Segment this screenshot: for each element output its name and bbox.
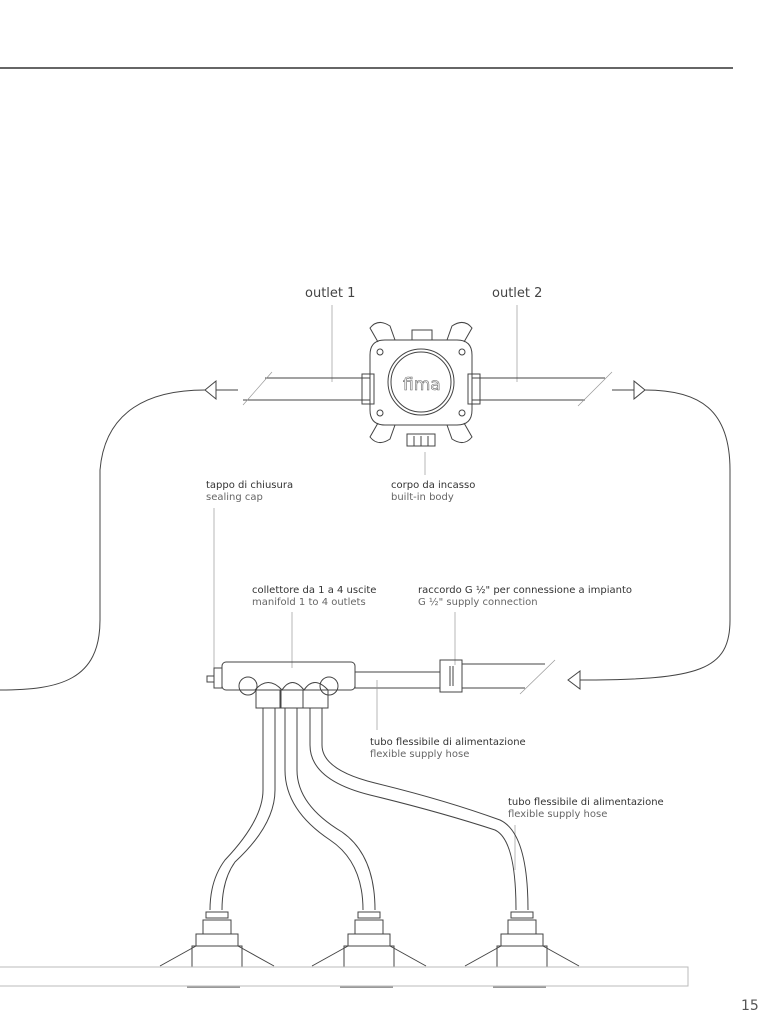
shower-head-1: [159, 911, 275, 988]
fima-logo: fima: [403, 375, 441, 395]
flexible-hoses: [209, 708, 529, 911]
outlet-1-label: outlet 1: [305, 286, 355, 301]
shower-head-3: [464, 911, 580, 988]
hose-label-1-en: flexible supply hose: [370, 749, 469, 760]
page-number: 15: [741, 998, 759, 1014]
body-label-it: corpo da incasso: [391, 480, 475, 491]
manifold-label-it: collettore da 1 a 4 uscite: [252, 585, 376, 596]
manifold: [206, 659, 581, 709]
outlet-pipes: [204, 371, 646, 407]
connection-label-it: raccordo G ½" per connessione a impianto: [418, 584, 632, 596]
built-in-body: fima: [361, 322, 481, 447]
body-label-en: built-in body: [391, 492, 454, 503]
hose-label-2-it: tubo flessibile di alimentazione: [508, 797, 664, 808]
outlet-2-label: outlet 2: [492, 286, 542, 301]
sealing-cap-label-en: sealing cap: [206, 492, 263, 503]
hose-label-2-en: flexible supply hose: [508, 809, 607, 820]
manifold-label-en: manifold 1 to 4 outlets: [252, 597, 366, 608]
ceiling-bar: [0, 966, 689, 987]
loop-left: [0, 389, 206, 691]
shower-head-2: [311, 911, 427, 988]
connection-label-en: G ½" supply connection: [418, 596, 538, 608]
loop-right: [579, 389, 731, 681]
hose-label-1-it: tubo flessibile di alimentazione: [370, 737, 526, 748]
sealing-cap-label-it: tappo di chiusura: [206, 480, 293, 491]
